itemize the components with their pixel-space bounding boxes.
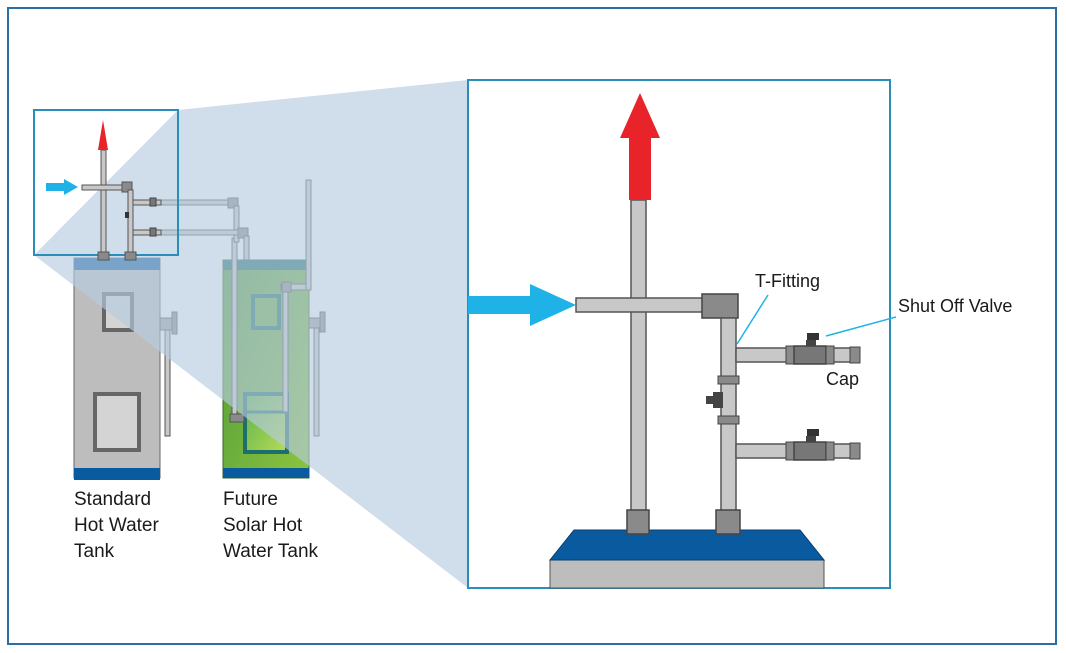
standard-tank-label: Standard Hot Water Tank bbox=[74, 489, 164, 562]
shut-off-valve-upper bbox=[793, 345, 827, 365]
zoom-projection bbox=[34, 80, 468, 588]
cold-water-inlet-arrow bbox=[468, 284, 576, 326]
inlet-pipe bbox=[575, 297, 707, 313]
cap-label: Cap bbox=[826, 369, 859, 389]
hot-water-outlet-arrow bbox=[620, 93, 660, 200]
t-fitting bbox=[701, 293, 739, 319]
t-fitting-label: T-Fitting bbox=[755, 271, 820, 291]
t-fitting-leader bbox=[736, 294, 769, 345]
shut-off-valve-label: Shut Off Valve bbox=[898, 296, 1012, 316]
detail-box-small bbox=[33, 109, 179, 261]
cap bbox=[849, 346, 861, 364]
detail-box-large bbox=[467, 79, 897, 589]
outlet-pipe bbox=[630, 199, 647, 513]
solar-tank-label: Future Solar Hot Water Tank bbox=[223, 489, 319, 562]
shut-off-valve-lower bbox=[793, 441, 827, 461]
shut-off-valve-leader bbox=[825, 316, 897, 337]
